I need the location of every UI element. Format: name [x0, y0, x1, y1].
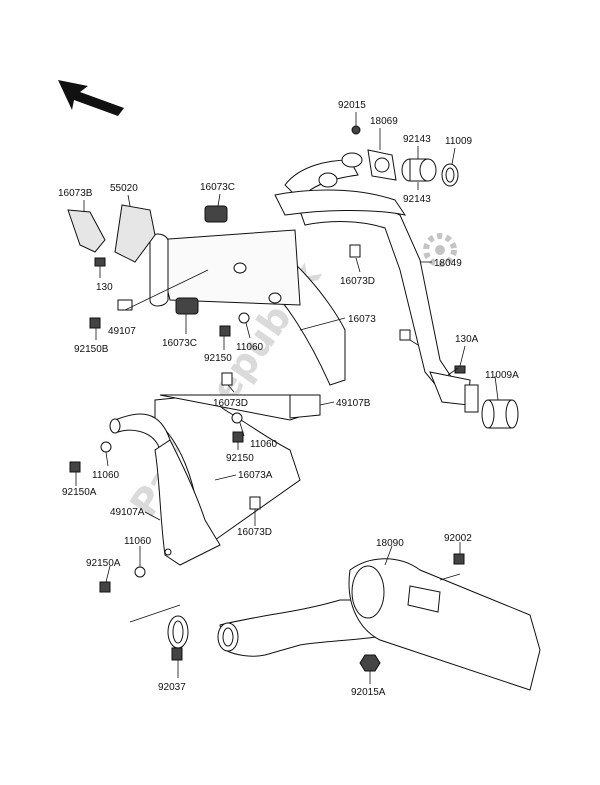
muffler-18090	[217, 558, 541, 691]
label-18069: 18069	[370, 116, 398, 127]
nut-92015	[351, 125, 361, 135]
label-92015A: 92015A	[351, 687, 386, 698]
label-130A: 130A	[455, 334, 479, 345]
rubber-16073C-mid	[175, 297, 199, 315]
collar-92143	[401, 158, 437, 182]
label-16073: 16073	[348, 314, 376, 325]
bracket-49107	[117, 299, 133, 311]
label-92150A-top: 92150A	[62, 487, 97, 498]
label-92002: 92002	[444, 533, 472, 544]
label-92150-top: 92150	[204, 353, 232, 364]
bolt-92150A-top	[69, 461, 81, 473]
exhaust-pipe-18049	[274, 152, 479, 413]
washer-11060-mid	[231, 412, 243, 424]
washer-11060-left	[100, 441, 112, 453]
bolt-130A	[447, 365, 466, 376]
label-92150A-bot: 92150A	[86, 558, 121, 569]
label-92037: 92037	[158, 682, 186, 693]
heat-shield-16073	[149, 229, 346, 386]
label-16073D-bot: 16073D	[237, 527, 272, 538]
clip-16073D-mid	[221, 372, 233, 386]
clip-16073D-bottom	[249, 496, 261, 510]
gear-icon	[423, 233, 457, 267]
washer-11060-bottom	[134, 566, 146, 578]
washer-11060-top	[238, 312, 250, 324]
label-18090: 18090	[376, 538, 404, 549]
label-92143-b: 92143	[403, 194, 431, 205]
cover-49107A	[154, 439, 221, 566]
gasket-11009A	[481, 399, 519, 429]
heat-shield-16073A	[109, 394, 321, 541]
clamp-92037	[167, 615, 189, 661]
label-11009: 11009	[445, 136, 473, 147]
nut-92015A	[359, 654, 381, 672]
bolt-92002	[453, 553, 465, 565]
label-16073C-mid: 16073C	[162, 338, 197, 349]
label-11060-bot: 11060	[124, 536, 152, 547]
label-16073A: 16073A	[238, 470, 273, 481]
label-16073D-mid: 16073D	[213, 398, 248, 409]
leader-lines	[75, 112, 499, 684]
part-labels: 92015 18069 92143 11009 92143 16073B 550…	[58, 100, 519, 698]
cover-55020	[114, 204, 156, 263]
rubber-16073B	[67, 209, 106, 253]
label-16073C-top: 16073C	[200, 182, 235, 193]
rubber-16073C-top	[204, 205, 228, 223]
label-92150B: 92150B	[74, 344, 109, 355]
label-11009A: 11009A	[485, 370, 519, 381]
label-16073B: 16073B	[58, 188, 93, 199]
bolt-92150B	[89, 317, 101, 329]
label-49107: 49107	[108, 326, 136, 337]
arrow-icon	[58, 80, 124, 116]
bolt-92150A-bottom	[99, 581, 111, 593]
gasket-11009	[441, 163, 459, 187]
label-11060-top: 11060	[236, 342, 264, 353]
label-11060-mid: 11060	[250, 439, 278, 450]
label-92143-a: 92143	[403, 134, 431, 145]
label-49107A: 49107A	[110, 507, 145, 518]
bolt-92150-mid	[232, 431, 244, 443]
bolt-130	[94, 257, 106, 267]
bolt-92150-top	[219, 325, 231, 337]
gasket-18069	[367, 149, 397, 181]
label-92015: 92015	[338, 100, 366, 111]
label-92150-mid: 92150	[226, 453, 254, 464]
label-18049: 18049	[434, 258, 462, 269]
label-49107B: 49107B	[336, 398, 371, 409]
label-130: 130	[96, 282, 113, 293]
clip-16073D-top	[349, 244, 361, 258]
label-11060-left: 11060	[92, 470, 120, 481]
label-55020: 55020	[110, 183, 138, 194]
label-16073D-top: 16073D	[340, 276, 375, 287]
